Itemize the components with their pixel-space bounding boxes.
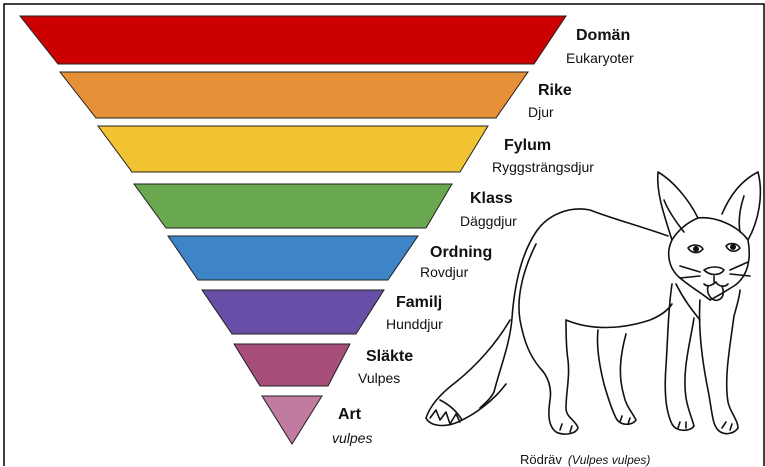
fox-caption: Rödräv (Vulpes vulpes) [520, 452, 650, 467]
rank-value: Ryggsträngsdjur [492, 159, 594, 175]
rank-value: Eukaryoter [566, 50, 634, 66]
pyramid-band-domän [20, 16, 566, 64]
pyramid-band-släkte [234, 344, 350, 386]
pyramid-band-fylum [98, 126, 488, 172]
caption-scientific-name: (Vulpes vulpes) [568, 453, 651, 467]
pyramid-band-klass [134, 184, 452, 228]
pyramid-band-rike [60, 72, 528, 118]
pyramid-band-art [262, 396, 322, 444]
rank-value: Hunddjur [386, 316, 443, 332]
rank-value: vulpes [332, 430, 372, 446]
rank-value: Rovdjur [420, 264, 468, 280]
pyramid-band-familj [202, 290, 384, 334]
taxonomy-pyramid [20, 16, 566, 444]
rank-name: Domän [576, 27, 630, 45]
rank-value: Vulpes [358, 370, 400, 386]
rank-name: Släkte [366, 348, 413, 366]
caption-common-name: Rödräv [520, 452, 562, 467]
rank-name: Art [338, 406, 361, 424]
rank-name: Familj [396, 294, 442, 312]
fox-illustration [426, 172, 760, 434]
pyramid-band-ordning [168, 236, 418, 280]
rank-value: Djur [528, 104, 554, 120]
rank-name: Klass [470, 190, 513, 208]
rank-name: Ordning [430, 244, 492, 262]
rank-name: Rike [538, 82, 572, 100]
rank-value: Däggdjur [460, 213, 517, 229]
rank-name: Fylum [504, 137, 551, 155]
